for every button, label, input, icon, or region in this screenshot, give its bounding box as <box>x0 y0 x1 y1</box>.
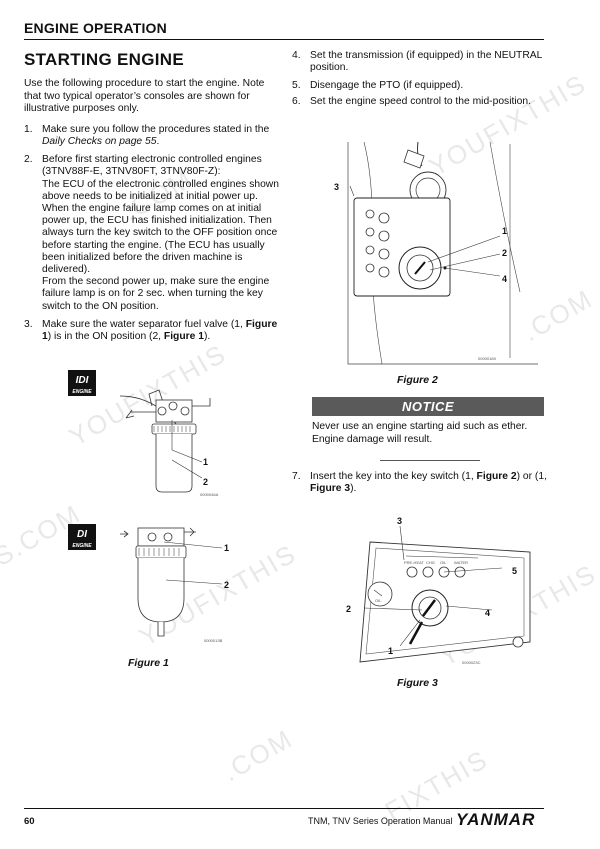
step-7: 7. Insert the key into the key switch (1… <box>292 471 547 495</box>
di-engine-badge: DI ENGINE <box>68 524 96 550</box>
step-1: 1. Make sure you follow the procedures s… <box>24 123 270 147</box>
svg-text:4: 4 <box>485 608 490 618</box>
figure-1-caption: Figure 1 <box>128 657 169 669</box>
step-text: Before first starting electronic control… <box>42 154 262 178</box>
figure-ref[interactable]: Figure 1 <box>42 318 278 343</box>
step-number: 2. <box>24 154 33 166</box>
svg-text:CHG: CHG <box>426 560 435 565</box>
svg-text:1: 1 <box>224 543 229 553</box>
watermark: .COM <box>217 723 299 788</box>
figure-ref[interactable]: Figure 3 <box>310 483 351 495</box>
svg-text:2: 2 <box>346 604 351 614</box>
svg-text:OIL: OIL <box>375 598 382 603</box>
page-title: STARTING ENGINE <box>24 50 185 69</box>
step-5: 5. Disengage the PTO (if equipped). <box>292 80 547 92</box>
svg-text:0000013B: 0000013B <box>204 638 223 643</box>
figure-1-di-illustration: DI ENGINE 1 2 0000013B <box>68 524 229 643</box>
svg-text:1: 1 <box>388 646 393 656</box>
steps-list-left: 1. Make sure you follow the procedures s… <box>24 124 279 343</box>
step-6: 6. Set the engine speed control to the m… <box>292 96 547 108</box>
step-number: 4. <box>292 50 301 61</box>
intro-paragraph: Use the following procedure to start the… <box>24 78 265 115</box>
step-text: Set the engine speed control to the mid-… <box>310 95 531 107</box>
step-text: From the second power up, make sure the … <box>42 276 270 312</box>
svg-text:0000023C: 0000023C <box>462 660 481 665</box>
svg-text:2: 2 <box>224 580 229 590</box>
notice-text: Never use an engine starting aid such as… <box>312 421 528 445</box>
step-3: 3. Make sure the water separator fuel va… <box>24 318 278 343</box>
svg-text:DI: DI <box>77 529 87 540</box>
notice-banner: NOTICE <box>312 397 544 416</box>
figure-ref[interactable]: Figure 2 <box>476 471 517 482</box>
figure-3-caption: Figure 3 <box>397 677 438 689</box>
step-number: 1. <box>24 123 33 135</box>
figure-2-illustration: 3 1 2 4 0000018X <box>334 141 538 365</box>
footer-divider <box>24 808 544 809</box>
svg-text:IDI: IDI <box>76 375 89 386</box>
svg-text:OIL: OIL <box>440 560 447 565</box>
svg-text:3: 3 <box>397 516 402 526</box>
brand-logo: YANMAR <box>456 810 536 829</box>
figure-2-caption: Figure 2 <box>397 374 438 386</box>
svg-text:2: 2 <box>502 248 507 258</box>
daily-checks-link[interactable]: Daily Checks on page 55 <box>42 135 157 147</box>
figure-1-idi-illustration: IDI ENGINE 1 2 0000046A <box>68 370 219 497</box>
svg-text:2: 2 <box>203 477 208 487</box>
svg-text:3: 3 <box>334 182 339 192</box>
step-number: 7. <box>292 471 301 482</box>
step-number: 5. <box>292 80 301 92</box>
step-text: Disengage the PTO (if equipped). <box>310 80 464 92</box>
section-header: ENGINE OPERATION <box>24 20 544 40</box>
step-number: 3. <box>24 318 33 330</box>
svg-text:ENGINE: ENGINE <box>72 543 92 549</box>
left-column: STARTING ENGINE Use the following proced… <box>24 50 279 349</box>
svg-text:0000046A: 0000046A <box>200 492 219 497</box>
svg-text:PRE-HEAT: PRE-HEAT <box>404 560 424 565</box>
figure-ref[interactable]: Figure 1 <box>163 331 204 343</box>
svg-text:ENGINE: ENGINE <box>72 389 92 395</box>
svg-text:1: 1 <box>502 226 507 236</box>
step-text: Make sure you follow the procedures stat… <box>42 123 270 135</box>
divider <box>380 460 480 461</box>
manual-title: TNM, TNV Series Operation Manual <box>308 816 453 826</box>
step-text: The ECU of the electronic controlled eng… <box>42 178 279 276</box>
step-number: 6. <box>292 95 301 107</box>
idi-engine-badge: IDI ENGINE <box>68 370 96 396</box>
step-text: Set the transmission (if equipped) in th… <box>310 50 542 74</box>
svg-text:4: 4 <box>502 274 507 284</box>
svg-text:WATER: WATER <box>454 560 468 565</box>
step-4: 4. Set the transmission (if equipped) in… <box>292 50 547 74</box>
figure-3-illustration: PRE-HEAT CHG OIL WATER OIL 3 5 2 4 1 000… <box>346 516 531 665</box>
step-2: 2. Before first starting electronic cont… <box>24 154 279 313</box>
svg-text:0000018X: 0000018X <box>478 356 497 361</box>
right-column: 4. Set the transmission (if equipped) in… <box>292 50 547 114</box>
svg-text:5: 5 <box>512 566 517 576</box>
svg-text:1: 1 <box>203 457 208 467</box>
page-number: 60 <box>24 816 35 827</box>
steps-list-right: 4. Set the transmission (if equipped) in… <box>292 50 547 108</box>
